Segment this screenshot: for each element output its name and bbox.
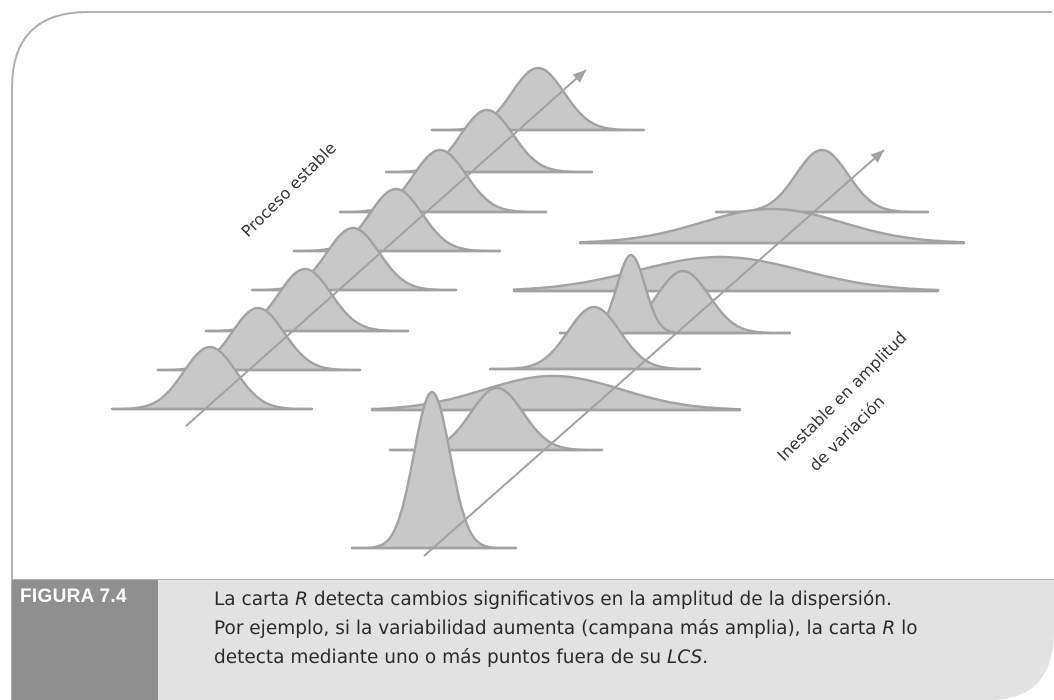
caption-text: Por ejemplo, si la variabilidad aumenta … [214,618,883,639]
caption-italic: R [295,589,308,610]
caption-text: detecta cambios significativos en la amp… [307,589,892,610]
unstable-curve-2 [578,207,966,245]
stable-curve-8 [110,345,314,411]
axes [185,69,885,557]
caption-italic: LCS [666,647,703,668]
stable-axis-arrow-head [572,70,586,83]
unstable-curve-3 [512,255,940,293]
unstable-curve-1 [714,148,930,214]
figure-label: FIGURA 7.4 [20,586,127,607]
caption-text: detecta mediante uno o más puntos fuera … [214,647,667,668]
unstable-axis-arrow [423,149,885,557]
caption-line-1: La carta R detecta cambios significativo… [214,585,1034,614]
caption-text: La carta [214,589,296,610]
caption-text: lo [895,618,918,639]
stable-axis-arrow [185,69,587,427]
caption-italic: R [882,618,896,639]
caption-line-2: Por ejemplo, si la variabilidad aumenta … [214,614,1034,643]
caption-band [12,580,1054,700]
unstable-curve-6 [488,305,702,371]
caption-line-3: detecta mediante uno o más puntos fuera … [214,643,1034,672]
stable-curve-1 [430,66,646,132]
bell-curves [110,66,966,550]
figure-label-box [12,580,158,700]
unstable-axis-arrow-head [870,150,884,163]
figure-caption: La carta R detecta cambios significativo… [214,585,1034,672]
label-stable-process: Proceso estable [237,138,339,240]
caption-text: . [702,647,709,668]
